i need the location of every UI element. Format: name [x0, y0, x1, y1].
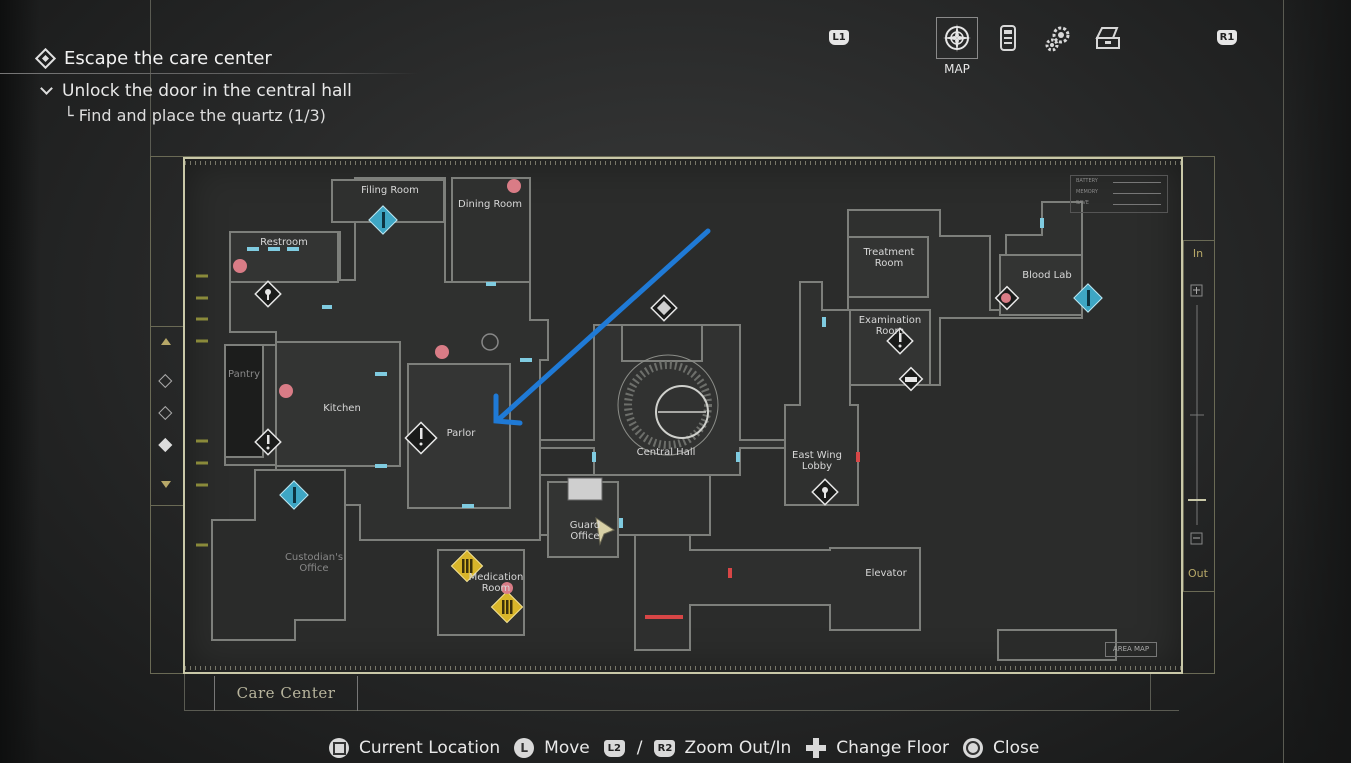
- save-point-markers: [279, 205, 1103, 510]
- room-custodians-line1: Custodian's: [284, 552, 344, 563]
- square-button-icon: [329, 738, 349, 758]
- guide-arrow: [493, 228, 711, 426]
- move-hint: L Move: [514, 738, 590, 758]
- l2-trigger-icon: L2: [603, 739, 625, 757]
- room-filing-room: Filing Room: [361, 185, 419, 196]
- central-hall-stairs: [617, 354, 719, 456]
- frame-line-bottom-l: [184, 672, 185, 710]
- zoom-slider[interactable]: [1183, 240, 1215, 592]
- l1-button[interactable]: L1: [829, 30, 849, 45]
- diamond-marker-custodian: [279, 480, 309, 510]
- circle-button-icon: [963, 738, 984, 758]
- gears-icon[interactable]: [1044, 24, 1072, 54]
- room-medication-line1: Medication: [468, 572, 524, 583]
- map-legend: BATTERY MEMORY SAVE: [1070, 175, 1168, 213]
- slash: /: [636, 738, 643, 758]
- dpad-icon: [806, 738, 827, 758]
- diamond-marker-filing: [368, 205, 398, 235]
- room-kitchen: Kitchen: [323, 403, 361, 414]
- close-label: Close: [993, 738, 1040, 758]
- floor-selector-marks: [158, 338, 173, 488]
- legend-item: SAVE: [1071, 198, 1167, 209]
- area-name-tab: Care Center: [214, 676, 358, 711]
- area-name: Care Center: [236, 684, 336, 702]
- legend-item: BATTERY: [1071, 176, 1167, 187]
- room-pantry: Pantry: [228, 369, 260, 380]
- dining-rotunda: [481, 333, 499, 351]
- marker-glyphs: [265, 289, 917, 498]
- r1-button[interactable]: R1: [1217, 30, 1237, 45]
- zoom-hint: L2 / R2 Zoom Out/In: [603, 738, 792, 758]
- r2-trigger-icon: R2: [654, 739, 676, 757]
- room-blood-lab: Blood Lab: [1022, 270, 1072, 281]
- main-objective-text: Escape the care center: [64, 48, 272, 69]
- zoom-in-label: In: [1192, 247, 1204, 260]
- change-floor-hint: Change Floor: [805, 737, 949, 759]
- zoom-out-label: Out: [1188, 567, 1208, 580]
- frame-line-bottom-r: [1150, 672, 1151, 710]
- map-compass-icon: [943, 24, 971, 52]
- sub-objective-text: Unlock the door in the central hall: [62, 81, 352, 101]
- room-custodians-line2: Office: [299, 563, 329, 574]
- room-east-wing-lobby-line1: East Wing: [792, 450, 842, 461]
- room-guard-line1: Guard: [569, 520, 601, 531]
- flower-markers: [233, 179, 1011, 594]
- main-objective: Escape the care center: [34, 47, 272, 70]
- floor-plan: [211, 177, 1117, 661]
- task-text: └ Find and place the quartz (1/3): [64, 106, 326, 125]
- move-label: Move: [544, 738, 590, 758]
- close-hint[interactable]: Close: [963, 738, 1039, 758]
- objectives-panel: Escape the care center Unlock the door i…: [0, 40, 420, 140]
- left-stick-icon: L: [514, 738, 535, 758]
- room-east-wing-lobby-line2: Lobby: [801, 461, 833, 472]
- control-hints: Current Location L Move L2 / R2 Zoom Out…: [329, 735, 1053, 761]
- room-restroom: Restroom: [260, 237, 308, 248]
- floor-ruler: [196, 274, 208, 547]
- zoom-track: [1188, 284, 1206, 545]
- sub-objective: Unlock the door in the central hall: [40, 81, 352, 101]
- room-central-hall: Central Hall: [636, 447, 696, 458]
- medicine-markers: [450, 549, 524, 624]
- locked-doors: [645, 452, 860, 619]
- room-medication-room: Medication Room: [458, 572, 534, 594]
- room-examination-line1: Examination: [858, 315, 922, 326]
- tab-map[interactable]: [936, 17, 978, 59]
- frame-line-right: [1283, 0, 1284, 763]
- frame-line-left: [150, 0, 151, 156]
- room-treatment-line2: Room: [874, 258, 904, 269]
- room-custodians-office: Custodian's Office: [276, 552, 352, 574]
- background-shade-left: [0, 0, 40, 763]
- room-guard-office: Guard Office: [558, 520, 612, 542]
- room-east-wing-lobby: East Wing Lobby: [784, 450, 850, 472]
- room-examination-line2: Room: [875, 326, 905, 337]
- diamond-marker-bloodlab: [1073, 283, 1103, 313]
- room-treatment-room: Treatment Room: [856, 247, 922, 269]
- current-location-label: Current Location: [359, 738, 501, 758]
- room-examination-room: Examination Room: [852, 315, 928, 337]
- room-medication-line2: Room: [481, 583, 511, 594]
- menu-tabs: L1 MAP R1: [820, 14, 1250, 80]
- doors: [247, 218, 1044, 528]
- room-guard-line2: Office: [570, 531, 600, 542]
- frame-line-bottom: [184, 710, 1179, 711]
- objective-divider: [0, 73, 418, 74]
- current-location-hint[interactable]: Current Location: [329, 738, 500, 758]
- files-icon[interactable]: [997, 24, 1019, 54]
- inventory-case-icon[interactable]: [1093, 24, 1123, 54]
- room-dining-room: Dining Room: [458, 199, 522, 210]
- background-shade-right: [1281, 0, 1351, 763]
- typewriter-icon: [567, 477, 603, 501]
- room-elevator: Elevator: [865, 568, 907, 579]
- tab-map-label: MAP: [944, 62, 970, 76]
- player-location-icon: [595, 516, 616, 546]
- area-map-button[interactable]: AREA MAP: [1105, 642, 1157, 657]
- room-treatment-line1: Treatment: [863, 247, 915, 258]
- change-floor-label: Change Floor: [836, 738, 950, 758]
- room-parlor: Parlor: [446, 428, 476, 439]
- zoom-label: Zoom Out/In: [684, 738, 792, 758]
- legend-item: MEMORY: [1071, 187, 1167, 198]
